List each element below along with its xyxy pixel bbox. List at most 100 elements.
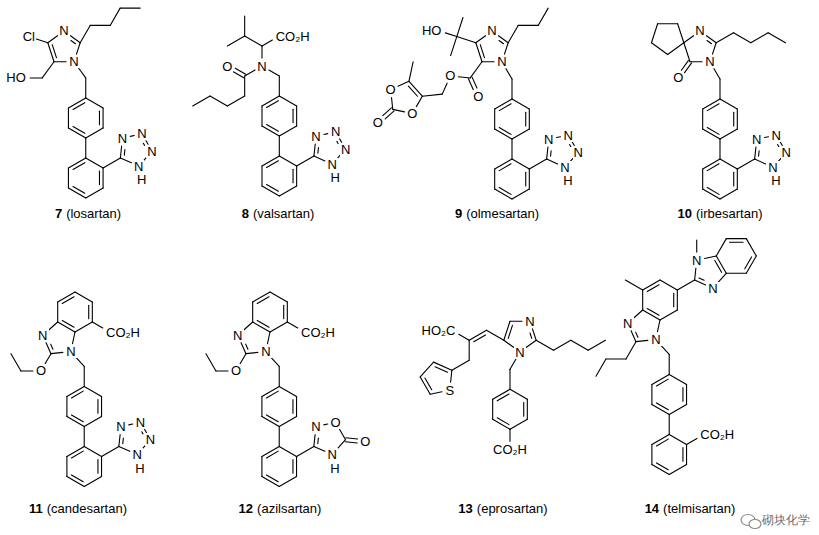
bond-line [669, 374, 686, 384]
atom-label: N [691, 254, 702, 267]
bond-line [279, 386, 296, 396]
bond-line [716, 33, 733, 43]
atom-label: N [310, 130, 321, 143]
bond-line [408, 86, 417, 96]
bond-line [317, 438, 319, 444]
atom-label: O [35, 364, 47, 377]
bond-line [324, 423, 328, 425]
atom-label: N [327, 158, 338, 171]
bond-line [292, 460, 293, 474]
atom-label: N [559, 161, 570, 174]
bond-line [245, 36, 262, 46]
bond-line [80, 25, 90, 42]
atom-label: N [694, 24, 705, 37]
bond-line [550, 151, 552, 157]
bond-line [511, 139, 512, 159]
bond-line [525, 172, 526, 186]
bond-line [719, 79, 720, 99]
atom-label: N [486, 24, 497, 37]
bond-line [324, 133, 328, 135]
atom-label: N [68, 55, 79, 68]
bond-line [669, 464, 686, 474]
bond-line [716, 256, 726, 273]
bond-line [652, 464, 669, 474]
bond-line [68, 98, 85, 108]
bond-line [216, 370, 228, 371]
bond-line [495, 129, 512, 139]
bond-line [656, 463, 668, 470]
compound-number: 13 [458, 502, 472, 515]
bond-line [71, 451, 83, 458]
bond-line [529, 169, 530, 189]
bond-line [86, 188, 103, 198]
bond-line [570, 144, 571, 146]
bond-line [625, 280, 642, 290]
atom-label: O [359, 435, 371, 448]
bond-line [480, 45, 484, 58]
bond-line [554, 340, 571, 350]
bond-line [687, 438, 697, 444]
bond-line [547, 147, 548, 159]
atom-label: N [146, 145, 157, 158]
atom-label: N [232, 329, 243, 342]
bond-line [279, 96, 296, 106]
bond-line [486, 330, 503, 340]
atom-label: N [65, 345, 76, 358]
bond-line [292, 400, 293, 414]
bond-line [529, 109, 530, 129]
bond-line [442, 83, 447, 94]
bond-line [536, 340, 553, 350]
bond-line [733, 112, 734, 126]
bond-line [499, 188, 511, 195]
bond-line [79, 68, 86, 78]
bond-line [652, 374, 669, 384]
bond-line [737, 169, 738, 189]
bond-line [287, 302, 288, 322]
bond-line [227, 96, 244, 106]
bond-line [90, 25, 110, 26]
bond-line [719, 139, 720, 159]
bond-line [67, 416, 84, 426]
bond-line [510, 419, 527, 429]
bond-line [103, 108, 104, 128]
compound-number: 7 [55, 207, 62, 220]
atom-label: H [562, 174, 573, 187]
compound-number: 14 [645, 502, 659, 515]
bond-line [66, 396, 67, 416]
bond-line [267, 101, 279, 108]
bond-line [233, 72, 243, 78]
bond-line [54, 61, 66, 62]
bond-line [420, 362, 433, 377]
bond-line [261, 166, 262, 186]
bond-line [707, 188, 719, 195]
bond-line [283, 305, 284, 319]
bond-line [71, 415, 83, 422]
bond-line [733, 172, 734, 186]
bond-line [73, 126, 85, 133]
atom-label: N [256, 60, 267, 73]
compound-number: 11 [29, 502, 43, 515]
bond-line [746, 256, 756, 273]
bond-line [476, 36, 486, 43]
bond-line [768, 33, 785, 43]
bond-line [668, 43, 684, 55]
compound-name: (candesartan) [47, 502, 127, 515]
bond-line [84, 446, 101, 456]
atom-label: Cl [22, 30, 36, 43]
bond-line [103, 168, 104, 188]
bond-line [729, 242, 743, 243]
bond-line [252, 302, 253, 322]
bond-line [499, 104, 511, 111]
bond-line [660, 280, 677, 290]
bond-line [643, 280, 660, 290]
bond-line [97, 400, 98, 414]
bond-line [720, 159, 737, 169]
bond-line [119, 446, 130, 451]
bond-line [68, 188, 85, 198]
bond-line [510, 359, 516, 369]
bond-line [651, 24, 657, 43]
bond-line [661, 346, 669, 355]
bond-line [122, 438, 124, 444]
compound-number: 8 [242, 207, 249, 220]
atom-label: O [444, 69, 456, 82]
